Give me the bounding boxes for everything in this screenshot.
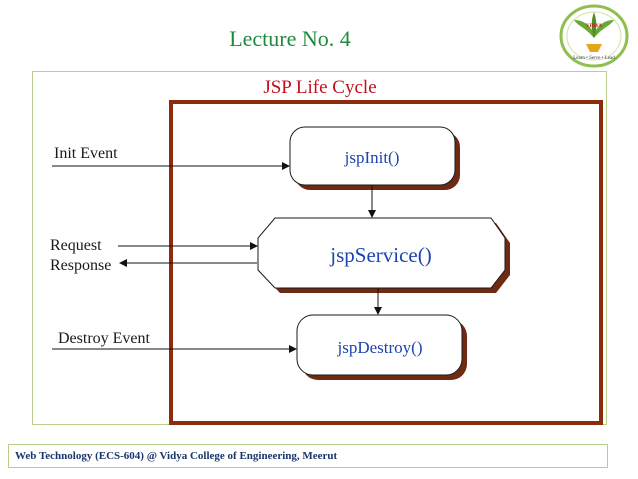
- diagram-title: JSP Life Cycle: [263, 77, 377, 98]
- logo-tagline: Learn • Serve • Lead: [573, 56, 615, 61]
- response-label: Response: [50, 257, 112, 274]
- footer-text: Web Technology (ECS-604) @ Vidya College…: [15, 450, 338, 462]
- init-event-label: Init Event: [54, 145, 118, 162]
- jsp-init-node: jspInit(): [289, 126, 460, 190]
- college-logo: VIDYA Learn • Serve • Lead: [556, 4, 632, 70]
- jsp-init-label: jspInit(): [344, 148, 400, 167]
- jsp-destroy-label: jspDestroy(): [337, 338, 423, 357]
- logo-emblem-icon: VIDYA Learn • Serve • Lead: [559, 4, 629, 68]
- logo-brand-text: VIDYA: [586, 24, 602, 29]
- jsp-service-label: jspService(): [329, 243, 431, 267]
- request-label: Request: [50, 237, 102, 254]
- jsp-service-node: jspService(): [257, 217, 510, 293]
- lecture-title: Lecture No. 4: [229, 26, 351, 51]
- footer-bar: Web Technology (ECS-604) @ Vidya College…: [8, 444, 608, 468]
- destroy-event-label: Destroy Event: [58, 330, 150, 347]
- jsp-destroy-node: jspDestroy(): [296, 314, 467, 380]
